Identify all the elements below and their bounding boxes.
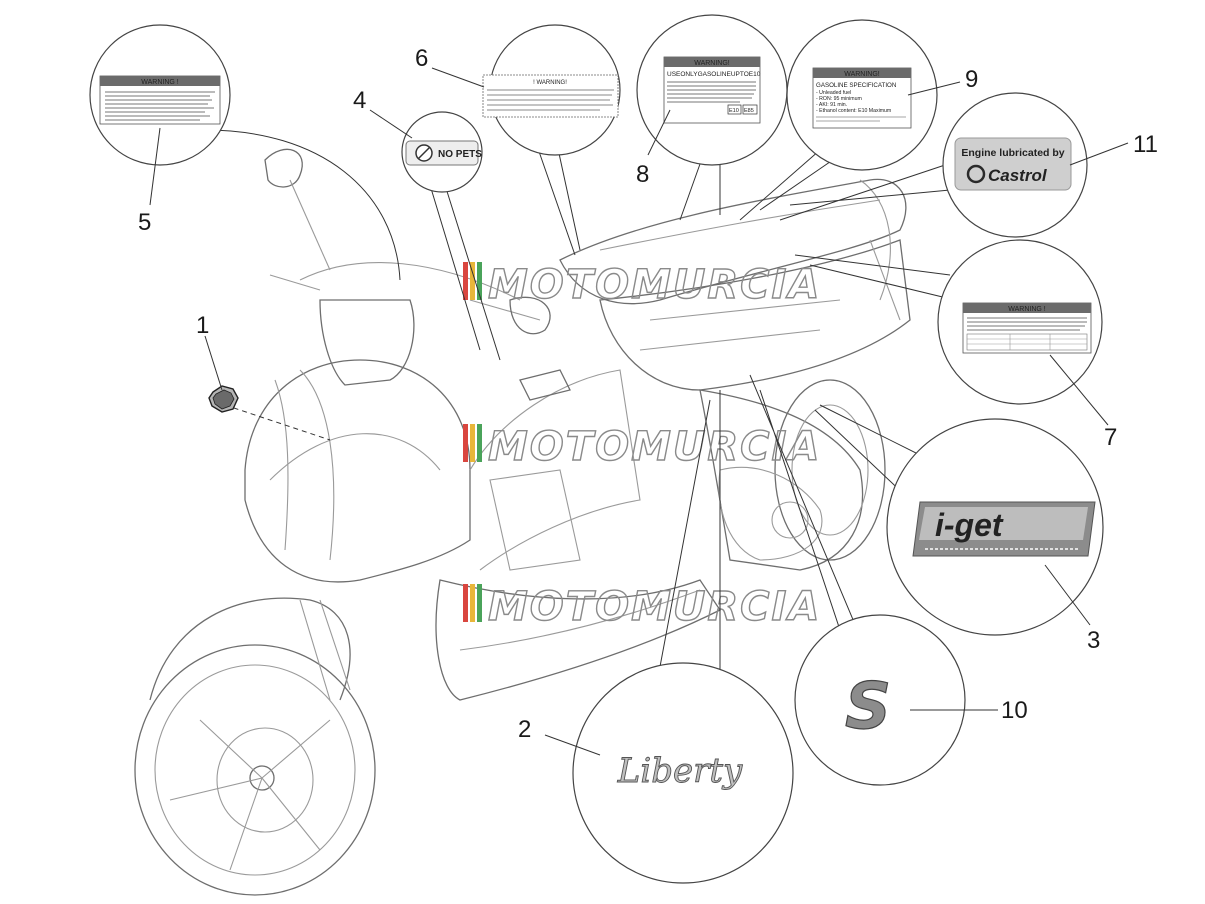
detail-circle-8: WARNING! USEONLYGASOLINEUPTOE10 E10 E85 bbox=[636, 14, 788, 166]
callout-1: 1 bbox=[196, 312, 209, 339]
callout-11: 11 bbox=[1133, 131, 1158, 158]
liberty-badge: Liberty bbox=[617, 751, 743, 791]
castrol-logo-icon bbox=[966, 164, 986, 184]
callout-numbers: 1 2 3 4 5 6 7 8 9 10 11 bbox=[138, 45, 1158, 756]
callout-3: 3 bbox=[1087, 627, 1100, 654]
fuel-warning-line: USEONLYGASOLINEUPTOE10 bbox=[667, 71, 761, 78]
detail-circle-4: NO PETS bbox=[401, 111, 483, 193]
fuel-e85: E85 bbox=[744, 108, 754, 114]
castrol-brand-text: Castrol bbox=[988, 166, 1048, 185]
fuel-e10: E10 bbox=[729, 108, 739, 114]
watermark-2: MOTOMURCIA bbox=[463, 423, 821, 471]
no-pets-label: NO PETS bbox=[405, 140, 482, 166]
gas-header: WARNING! bbox=[844, 71, 880, 78]
detail-circle-10: S bbox=[794, 614, 966, 786]
callout-9: 9 bbox=[965, 66, 978, 93]
callout-4: 4 bbox=[353, 87, 366, 114]
watermark-1: MOTOMURCIA bbox=[463, 261, 821, 309]
warning-header-6: ! WARNING! bbox=[533, 80, 567, 86]
callout-6: 6 bbox=[415, 45, 428, 72]
callout-5: 5 bbox=[138, 209, 151, 236]
fuel-warning-label: WARNING! USEONLYGASOLINEUPTOE10 E10 E85 bbox=[663, 56, 761, 124]
watermark-text: MOTOMURCIA bbox=[488, 424, 821, 470]
castrol-top-text: Engine lubricated by bbox=[961, 147, 1064, 159]
detail-circle-5: WARNING ! bbox=[89, 24, 231, 166]
watermark-text: MOTOMURCIA bbox=[488, 584, 821, 630]
detail-circle-6: ! WARNING! bbox=[482, 24, 621, 156]
detail-circle-11: Engine lubricated by Castrol bbox=[942, 92, 1088, 238]
warning-label-7: WARNING ! bbox=[962, 302, 1092, 354]
watermark-3: MOTOMURCIA bbox=[463, 583, 821, 631]
gasoline-spec-label: WARNING! GASOLINE SPECIFICATION - Unlead… bbox=[812, 67, 912, 129]
warning-label-6: ! WARNING! bbox=[482, 74, 619, 118]
emblem-badge bbox=[208, 385, 239, 413]
s-badge: S bbox=[845, 670, 891, 744]
callout-7: 7 bbox=[1104, 424, 1117, 451]
watermark-text: MOTOMURCIA bbox=[488, 262, 821, 308]
castrol-label: Engine lubricated by Castrol bbox=[954, 137, 1072, 191]
warning-header-5: WARNING ! bbox=[141, 79, 179, 86]
gas-line-1: - Unleaded fuel bbox=[816, 90, 851, 96]
callout-10: 10 bbox=[1001, 697, 1028, 724]
gas-line-4: - Ethanol content: E10 Maximum bbox=[816, 108, 891, 114]
scooter-drawing bbox=[134, 148, 911, 896]
callout-2: 2 bbox=[518, 716, 531, 743]
warning-label-5: WARNING ! bbox=[99, 75, 221, 125]
gas-spec-title: GASOLINE SPECIFICATION bbox=[816, 82, 896, 89]
gas-line-3: - AKI: 91 min. bbox=[816, 102, 847, 108]
gas-line-2: - RON: 95 minimum bbox=[816, 96, 862, 102]
detail-circle-9: WARNING! GASOLINE SPECIFICATION - Unlead… bbox=[786, 19, 938, 171]
fuel-warning-header: WARNING! bbox=[694, 60, 730, 67]
detail-circle-3: i-get bbox=[886, 418, 1104, 636]
callout-8: 8 bbox=[636, 161, 649, 188]
detail-circle-2: Liberty bbox=[572, 662, 794, 884]
warning-header-7: WARNING ! bbox=[1008, 306, 1046, 313]
iget-text: i-get bbox=[935, 507, 1004, 543]
no-pets-text: NO PETS bbox=[438, 149, 482, 160]
detail-circle-7: WARNING ! bbox=[937, 239, 1103, 405]
iget-badge: i-get bbox=[912, 501, 1096, 557]
